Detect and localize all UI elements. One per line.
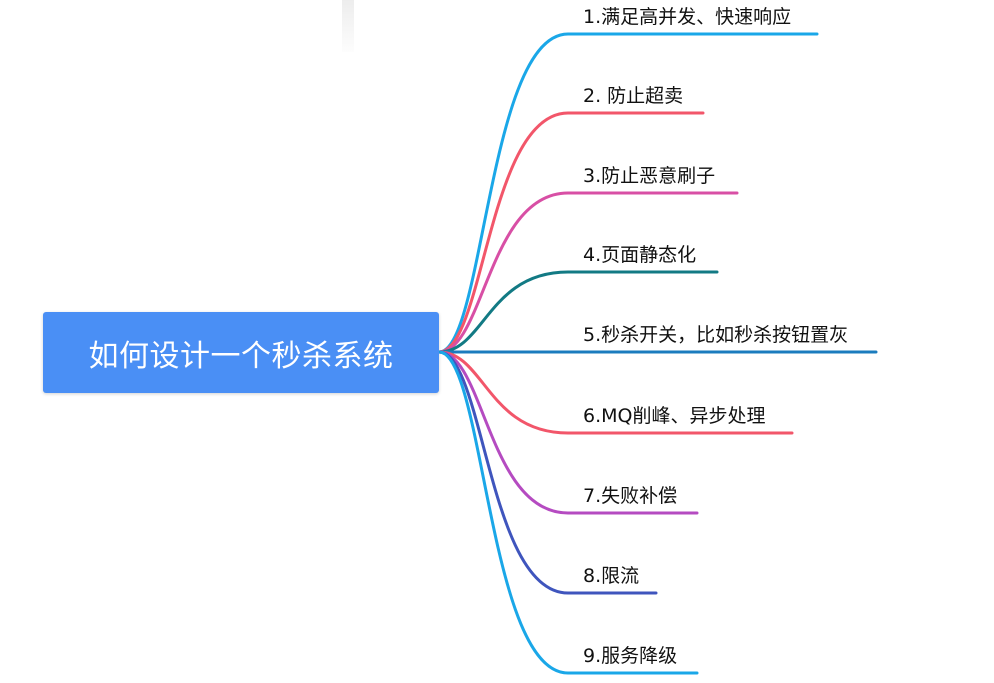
root-node[interactable]: 如何设计一个秒杀系统	[43, 312, 439, 393]
branch-connector-6	[437, 350, 794, 435]
branch-connector-8	[437, 350, 658, 595]
branch-connector-3	[437, 191, 739, 354]
branch-node-7[interactable]: 7.失败补偿	[583, 485, 678, 507]
branch-node-5[interactable]: 5.秒杀开关，比如秒杀按钮置灰	[583, 324, 849, 346]
faint-background-mark	[342, 0, 354, 52]
branch-node-9[interactable]: 9.服务降级	[583, 645, 678, 667]
branch-node-6[interactable]: 6.MQ削峰、异步处理	[583, 405, 766, 427]
branch-node-4[interactable]: 4.页面静态化	[583, 244, 697, 266]
branch-connector-7	[437, 350, 699, 515]
branch-connector-1	[437, 32, 819, 354]
branch-connector-2	[437, 111, 705, 354]
branch-connector-4	[437, 270, 719, 354]
branch-node-8[interactable]: 8.限流	[583, 565, 640, 587]
branch-connector-9	[437, 350, 699, 675]
branch-node-2[interactable]: 2. 防止超卖	[583, 85, 684, 107]
root-label: 如何设计一个秒杀系统	[88, 338, 394, 374]
branch-node-1[interactable]: 1.满足高并发、快速响应	[583, 6, 792, 28]
branch-node-3[interactable]: 3.防止恶意刷子	[583, 165, 716, 187]
